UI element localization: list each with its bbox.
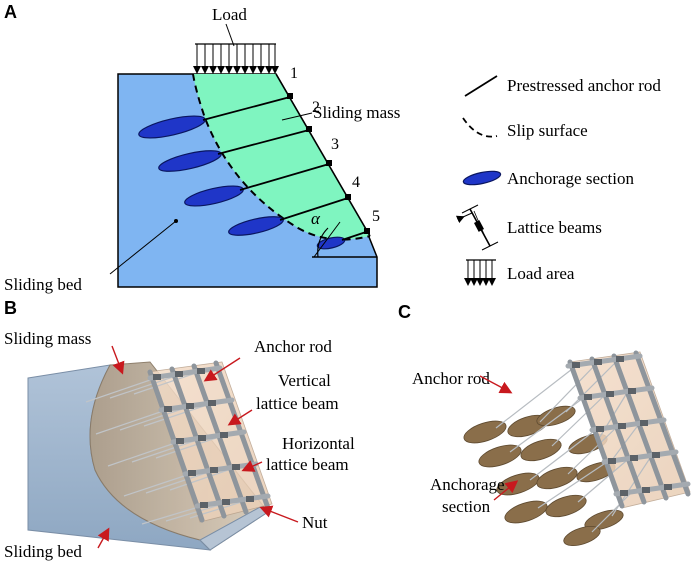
sliding-mass-leader [281, 112, 313, 121]
vertical-lattice-beams-3d [147, 360, 271, 523]
b-nut-label: Nut [302, 513, 328, 532]
load-leader [225, 23, 235, 47]
anchor-rod-1 [202, 96, 291, 121]
sliding-mass-region [193, 74, 370, 240]
slope-face-line [275, 73, 371, 237]
legend-label-3: Anchorage section [507, 169, 634, 188]
b-sliding-bed-label: Sliding bed [4, 542, 82, 561]
panel-b-letter: B [4, 298, 17, 318]
panel-b: B [4, 298, 355, 561]
b-anchor-rod-label: Anchor rod [254, 337, 332, 356]
anchor-rod-4 [279, 197, 349, 221]
anchor-rod-3 [239, 163, 330, 191]
load-arrows [193, 43, 279, 74]
lattice-block-5 [364, 228, 370, 234]
angle-arc [317, 227, 329, 258]
c-anchorage-label-2: section [442, 497, 491, 516]
panel-a-letter: A [4, 2, 17, 22]
anchor-number-1: 1 [290, 65, 298, 82]
anchor-number-4: 4 [352, 174, 360, 191]
b-sliding-mass-label: Sliding mass [4, 329, 91, 348]
slip-surface-line [192, 73, 371, 241]
lattice-beam-blocks [287, 93, 370, 234]
angle-ray [313, 221, 341, 258]
legend-label-1: Prestressed anchor rod [507, 76, 661, 95]
c-anchor-rod-label: Anchor rod [412, 369, 490, 388]
b-horizontal-beam-label-1: Horizontal [282, 434, 355, 453]
sliding-bed-label: Sliding bed [4, 275, 82, 294]
legend-label-2: Slip surface [507, 121, 588, 140]
panel-a: A Load [4, 2, 661, 294]
anchor-rods [202, 96, 367, 241]
lattice-block-1 [287, 93, 293, 99]
panel-c-letter: C [398, 302, 411, 322]
anchorage-section-blob-icon [462, 170, 502, 186]
legend-label-5: Load area [507, 264, 575, 283]
b-vertical-beam-label-2: lattice beam [256, 394, 339, 413]
b-anchor-rod-arrow [203, 357, 241, 382]
panel-c: C [398, 302, 691, 547]
c-anchorage-arrow [493, 480, 519, 501]
nuts-3d-c [572, 356, 672, 496]
lattice-block-3 [326, 160, 332, 166]
nuts-3d [153, 368, 254, 508]
b-sliding-mass-arrow [111, 345, 125, 375]
anchor-rod-5 [341, 231, 367, 241]
anchor-rod-2 [217, 129, 310, 155]
sliding-bed-leader [109, 220, 177, 275]
anchor-number-2: 2 [312, 99, 320, 116]
vertical-lattice-beams-3d-c [567, 350, 691, 509]
slip-surface-dashed-icon [462, 117, 498, 138]
anchor-number-3: 3 [331, 136, 339, 153]
b-sliding-bed-arrow [97, 527, 110, 549]
b-horizontal-beam-arrow [241, 460, 263, 472]
load-area-arrows-icon [464, 259, 496, 286]
lattice-block-2 [306, 126, 312, 132]
b-vertical-beam-label-1: Vertical [278, 371, 331, 390]
legend: Prestressed anchor rod Slip surface Anch… [455, 75, 661, 286]
load-label: Load [212, 5, 247, 24]
anchor-number-5: 5 [372, 208, 380, 225]
b-nut-arrow [259, 505, 299, 523]
c-anchor-rod-arrow [479, 375, 513, 394]
lattice-beam-symbol-icon [455, 204, 499, 251]
lattice-block-4 [345, 194, 351, 200]
angle-alpha-label: α [311, 209, 321, 228]
b-horizontal-beam-label-2: lattice beam [266, 455, 349, 474]
b-vertical-beam-arrow [227, 409, 253, 426]
sliding-mass-label: Sliding mass [313, 103, 400, 122]
c-anchorage-label-1: Anchorage [430, 475, 505, 494]
prestressed-anchor-rod-line-icon [464, 75, 498, 97]
legend-label-4: Lattice beams [507, 218, 602, 237]
